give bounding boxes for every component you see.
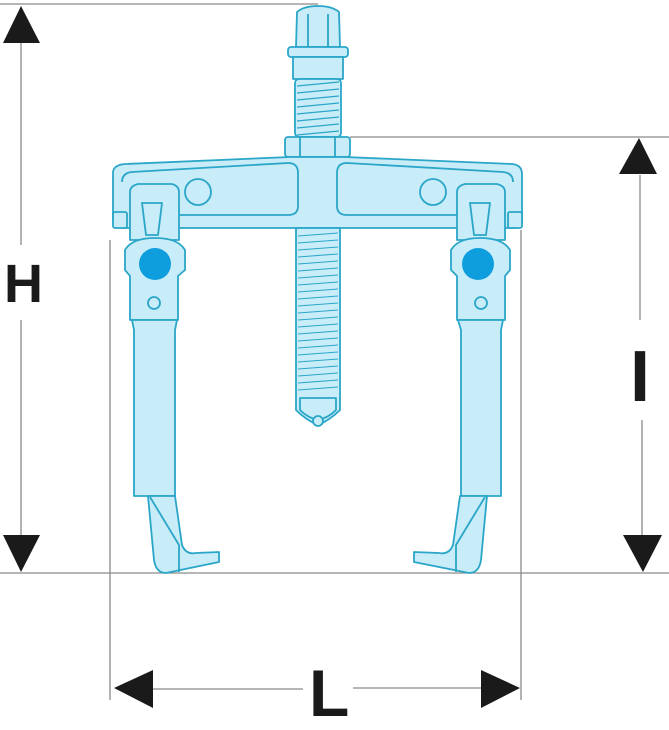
right-jaw (413, 183, 511, 574)
spindle-head (287, 5, 349, 80)
left-jaw (124, 183, 220, 574)
arrow-down-icon (3, 535, 40, 572)
arrow-up-icon (619, 138, 657, 174)
dimension-label-h: H (4, 254, 43, 314)
left-pivot-pin (139, 248, 171, 280)
arrow-down-icon (623, 535, 662, 572)
center-nut (284, 136, 351, 158)
dimension-h (3, 6, 40, 572)
arrow-left-icon (114, 670, 153, 708)
dimension-i (619, 138, 662, 572)
puller-body (112, 5, 523, 574)
arrow-up-icon (3, 6, 40, 43)
dimension-label-l: L (305, 660, 354, 726)
spindle-lower-thread (295, 227, 341, 427)
arrow-right-icon (481, 670, 520, 708)
extension-lines (0, 3, 669, 700)
right-pivot-pin (462, 248, 494, 280)
spindle-upper-thread (294, 78, 342, 138)
dimension-l (114, 670, 520, 708)
dimension-label-i: I (630, 335, 651, 419)
